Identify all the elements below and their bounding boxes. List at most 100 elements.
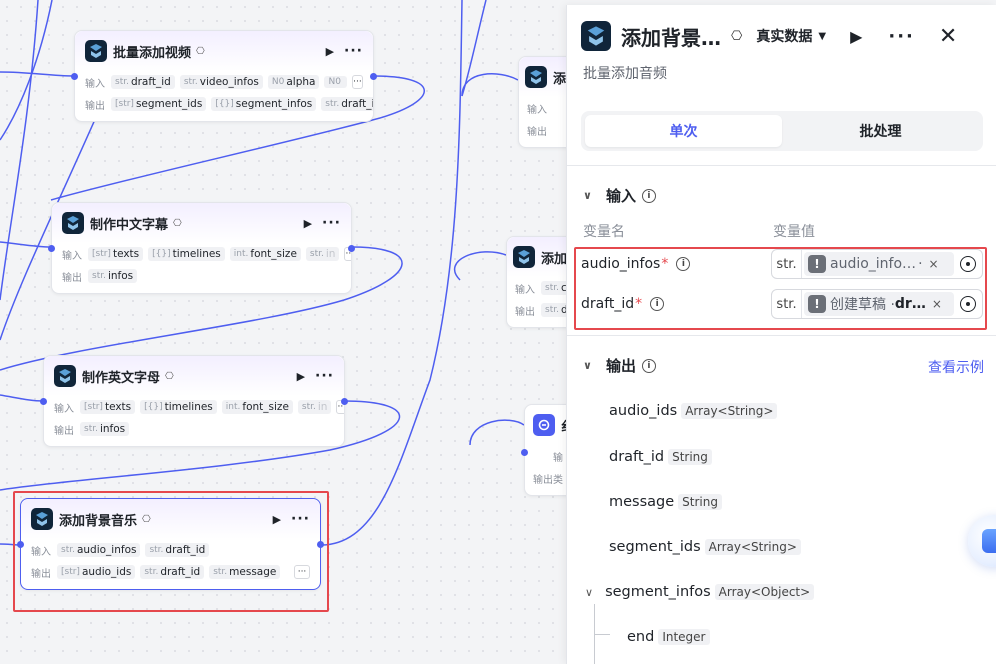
- more-icon[interactable]: ···: [315, 368, 334, 384]
- param-chip: int.font_size: [221, 400, 293, 414]
- close-icon[interactable]: ✕: [938, 23, 958, 49]
- clear-icon[interactable]: ×: [928, 257, 939, 271]
- more-icon[interactable]: ···: [344, 43, 363, 59]
- input-port[interactable]: [48, 245, 55, 252]
- workspace-icon: ⎔: [165, 370, 174, 382]
- node-output-row: 输出 str.infos: [52, 265, 351, 287]
- capcut-plugin-icon: [525, 66, 547, 88]
- node-title: 添加背景音乐: [59, 513, 138, 529]
- param-chip: [{}]timelines: [140, 400, 217, 414]
- node-batch-add-video[interactable]: 批量添加视频 ⎔ ▶ ··· 输入 str.draft_id str.video…: [71, 30, 377, 122]
- variable-reference-icon[interactable]: [960, 296, 976, 312]
- output-label: 输出: [54, 425, 74, 437]
- output-name: segment_infos: [605, 584, 711, 600]
- section-title: 输入: [605, 187, 636, 205]
- input-section-header[interactable]: ∨ 输入 i: [583, 185, 656, 206]
- output-item: message String: [609, 494, 722, 510]
- panel-title[interactable]: 添加背景…: [621, 25, 721, 50]
- info-icon[interactable]: i: [676, 257, 691, 271]
- warning-icon: !: [808, 295, 826, 313]
- info-icon[interactable]: i: [641, 188, 656, 203]
- tab-single[interactable]: 单次: [585, 115, 782, 147]
- output-type: String: [668, 449, 712, 465]
- run-icon[interactable]: ▶: [850, 26, 863, 46]
- node-title: 添加: [541, 251, 568, 267]
- output-label: 输出: [85, 100, 105, 112]
- variable-reference-icon[interactable]: [960, 256, 976, 272]
- input-label: 输入: [62, 250, 82, 262]
- output-item: audio_ids Array<String>: [609, 403, 778, 419]
- input-port[interactable]: [40, 398, 47, 405]
- more-params-button[interactable]: ···: [351, 75, 363, 89]
- param-chip: [str]texts: [88, 247, 144, 261]
- output-type: Array<Object>: [714, 584, 815, 600]
- more-params-button[interactable]: ···: [294, 565, 310, 579]
- capcut-plugin-icon: [513, 246, 535, 268]
- node-title: 制作中文字幕: [90, 217, 169, 233]
- variable-value-field[interactable]: str. ! audio_info… · ×: [771, 249, 983, 279]
- node-title: 添: [553, 71, 567, 87]
- tab-batch[interactable]: 批处理: [859, 124, 902, 140]
- more-icon[interactable]: ···: [888, 25, 915, 47]
- capcut-plugin-icon: [54, 365, 76, 387]
- type-tag: str.: [772, 290, 802, 318]
- section-title: 输出: [605, 357, 636, 375]
- param-chip: [{}]timelines: [148, 247, 225, 261]
- node-config-panel: 添加背景… ⎔ 真实数据▼ ▶ ··· ✕ 批量添加音频 单次 批处理 ∨ 输入…: [566, 5, 996, 664]
- node-make-english-subtitle[interactable]: 制作英文字母 ⎔ ▶ ··· 输入 [str]texts [{}]timelin…: [40, 355, 348, 447]
- run-node-icon[interactable]: ▶: [325, 44, 335, 58]
- node-output-row: 输出 [str]segment_ids [{}]segment_infos st…: [75, 93, 373, 115]
- output-port[interactable]: [341, 398, 348, 405]
- type-tag: str.: [772, 250, 802, 278]
- param-chip: str.in: [297, 400, 332, 414]
- node-make-chinese-subtitle[interactable]: 制作中文字幕 ⎔ ▶ ··· 输入 [str]texts [{}]timelin…: [48, 202, 355, 294]
- output-label: 输出: [527, 126, 547, 138]
- input-port[interactable]: [71, 73, 78, 80]
- output-port[interactable]: [348, 245, 355, 252]
- param-chip: N0: [324, 76, 347, 88]
- output-item-expandable[interactable]: ∨ segment_infos Array<Object>: [585, 584, 815, 600]
- workspace-icon: ⎔: [173, 217, 182, 229]
- divider: [567, 165, 996, 166]
- output-section-header[interactable]: ∨ 输出 i: [583, 355, 656, 376]
- more-icon[interactable]: ···: [291, 511, 310, 527]
- more-icon[interactable]: ···: [322, 215, 341, 231]
- chevron-down-icon[interactable]: ∨: [583, 189, 592, 202]
- output-label: 输出: [31, 568, 51, 580]
- node-output-row: 输出 str.infos: [44, 418, 344, 440]
- input-variable-row: draft_id*i str. ! 创建草稿 · dr… ×: [581, 289, 983, 319]
- param-chip: [{}]segment_infos: [211, 97, 317, 111]
- required-mark: *: [635, 296, 643, 312]
- more-params-button[interactable]: ···: [336, 400, 344, 414]
- chevron-down-icon[interactable]: ∨: [583, 359, 592, 372]
- param-chip: str.message: [209, 565, 281, 579]
- output-port[interactable]: [317, 541, 324, 548]
- param-chip: str.audio_infos: [57, 543, 141, 557]
- input-port[interactable]: [17, 541, 24, 548]
- reference-chip[interactable]: ! audio_info… · ×: [804, 252, 954, 276]
- node-output-row: 输出 [str]audio_ids str.draft_id str.messa…: [21, 561, 320, 583]
- chevron-down-icon[interactable]: ∨: [585, 585, 594, 599]
- run-node-icon[interactable]: ▶: [272, 512, 282, 526]
- output-label: 输出: [62, 272, 82, 284]
- info-icon[interactable]: i: [641, 358, 656, 373]
- data-mode-dropdown[interactable]: 真实数据▼: [756, 26, 826, 46]
- param-chip: str.c: [541, 281, 571, 295]
- node-add-background-music[interactable]: 添加背景音乐 ⎔ ▶ ··· 输入 str.audio_infos str.dr…: [17, 498, 324, 590]
- clear-icon[interactable]: ×: [931, 297, 942, 311]
- info-icon[interactable]: i: [650, 297, 665, 311]
- run-node-icon[interactable]: ▶: [296, 369, 306, 383]
- variable-value-field[interactable]: str. ! 创建草稿 · dr… ×: [771, 289, 983, 319]
- output-name: segment_ids: [609, 539, 701, 555]
- output-port[interactable]: [370, 73, 377, 80]
- output-label: 输出类: [533, 474, 563, 486]
- output-type: Array<String>: [681, 403, 778, 419]
- param-chip: [str]audio_ids: [57, 565, 136, 579]
- more-params-button[interactable]: ···: [344, 247, 351, 261]
- run-node-icon[interactable]: ▶: [303, 216, 313, 230]
- view-example-link[interactable]: 查看示例: [928, 360, 984, 376]
- input-port[interactable]: [521, 449, 528, 456]
- variable-name: audio_infos: [581, 256, 661, 272]
- reference-chip[interactable]: ! 创建草稿 · dr… ×: [804, 292, 954, 316]
